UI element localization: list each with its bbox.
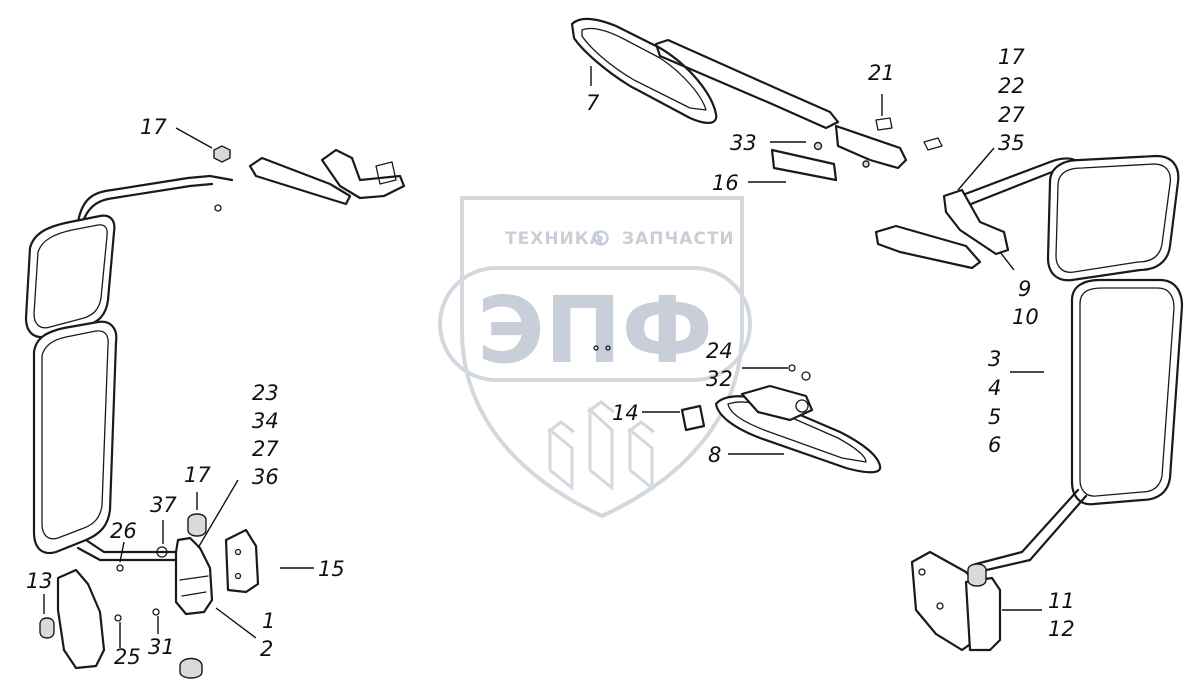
right-top-bracket <box>942 188 1010 256</box>
svg-text:5: 5 <box>988 405 1001 429</box>
left-top-bracket <box>248 156 352 206</box>
leader-9-10 <box>999 251 1015 271</box>
callout-33: 33 <box>730 131 757 155</box>
svg-text:11: 11 <box>1048 589 1075 613</box>
left-lower-mirror <box>32 320 118 555</box>
clip-14 <box>680 404 706 432</box>
callout-26: 26 <box>110 519 137 543</box>
center-mirror-assembly <box>593 345 882 474</box>
callout-14: 14 <box>612 401 639 425</box>
right-lower-arm <box>976 494 1088 574</box>
right-mid-bracket <box>874 224 982 270</box>
right-mirror-assembly <box>874 154 1184 652</box>
svg-text:34: 34 <box>252 409 279 433</box>
callout-17-top: 17 <box>140 115 167 139</box>
left-mount-plate <box>224 528 260 594</box>
watermark-wheat-icon <box>547 400 655 492</box>
svg-text:10: 10 <box>1012 305 1039 329</box>
leader-lines <box>43 66 1044 648</box>
watermark-brand-left: ТЕХНИКА <box>505 229 604 249</box>
callout-8: 8 <box>708 443 721 467</box>
svg-text:2: 2 <box>260 637 273 661</box>
callout-13: 13 <box>26 569 53 593</box>
svg-text:6: 6 <box>988 433 1001 457</box>
svg-text:22: 22 <box>998 74 1025 98</box>
watermark: ТЕХНИКА ЗАПЧАСТИ ЭПФ <box>438 196 752 519</box>
svg-text:12: 12 <box>1048 617 1075 641</box>
top-mirror-assembly <box>570 17 943 182</box>
right-upper-mirror <box>1046 154 1180 282</box>
left-lower-arm <box>76 546 178 562</box>
callout-7: 7 <box>586 91 600 115</box>
svg-text:35: 35 <box>998 131 1025 155</box>
watermark-brand-right: ЗАПЧАСТИ <box>622 229 735 249</box>
leader-26 <box>119 541 125 563</box>
svg-text:3: 3 <box>988 347 1001 371</box>
leader-17-top <box>175 127 213 149</box>
top-mirror-bracket <box>834 124 908 170</box>
svg-text:4: 4 <box>988 376 1001 400</box>
watermark-badge <box>438 266 752 382</box>
svg-text:1: 1 <box>262 609 275 633</box>
svg-text:27: 27 <box>998 103 1025 127</box>
svg-text:23: 23 <box>252 381 279 405</box>
svg-text:27: 27 <box>252 437 279 461</box>
svg-text:32: 32 <box>706 367 733 391</box>
leader-1-2 <box>215 607 257 639</box>
left-cover <box>56 568 106 670</box>
callout-17-22-27-35: 17 22 27 35 <box>998 45 1025 155</box>
leader-23-36 <box>197 479 239 549</box>
callout-15: 15 <box>318 557 345 581</box>
top-mirror-head <box>570 17 718 124</box>
svg-text:24: 24 <box>706 339 733 363</box>
callout-37: 37 <box>150 493 177 517</box>
callout-1-2: 1 2 <box>260 609 275 661</box>
right-lower-mirror <box>1070 278 1184 506</box>
leader-17-22-27-35 <box>957 147 995 191</box>
callout-labels: 7 21 33 16 17 22 27 35 9 10 17 24 32 14 … <box>26 45 1075 669</box>
callout-16: 16 <box>712 171 739 195</box>
callout-21: 21 <box>868 61 895 85</box>
callout-9-10: 9 10 <box>1012 277 1039 329</box>
callout-3-6: 3 4 5 6 <box>988 347 1001 457</box>
callout-25: 25 <box>114 645 141 669</box>
callout-23-34-27-36: 23 34 27 36 <box>252 381 279 489</box>
left-mirror-assembly <box>24 145 406 679</box>
callout-31: 31 <box>148 635 175 659</box>
watermark-logo-letters: ЭПФ <box>477 277 713 384</box>
svg-text:9: 9 <box>1018 277 1031 301</box>
top-mirror-arm <box>654 38 840 130</box>
left-upper-mirror <box>24 214 116 339</box>
watermark-shield <box>460 196 744 519</box>
right-motor-housing <box>964 576 1002 652</box>
left-nut <box>213 145 231 163</box>
center-mirror-bracket <box>740 384 814 422</box>
left-upper-arm <box>76 174 234 224</box>
callout-17-mid: 17 <box>184 463 211 487</box>
gear-icon <box>593 230 609 246</box>
plate-16 <box>770 148 838 182</box>
svg-text:36: 36 <box>252 465 279 489</box>
callout-11-12: 11 12 <box>1048 589 1075 641</box>
callout-24-32: 24 32 <box>706 339 733 391</box>
svg-text:17: 17 <box>998 45 1025 69</box>
left-pivot-cap <box>187 513 207 537</box>
